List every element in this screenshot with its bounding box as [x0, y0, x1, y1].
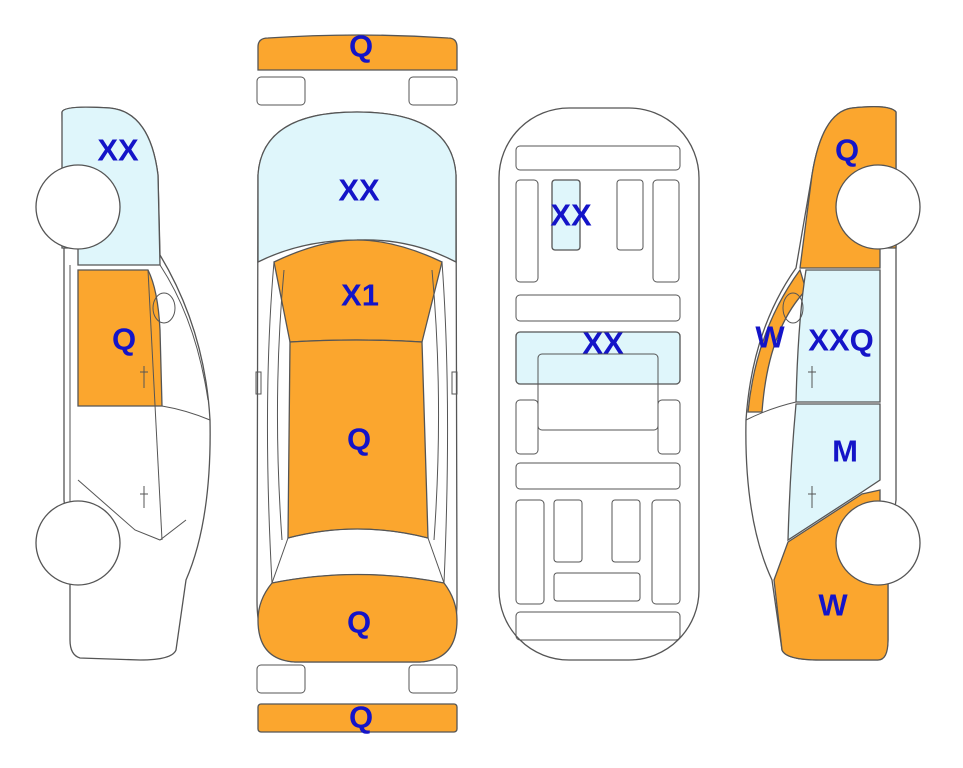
underbody-rail-left: [515, 179, 539, 283]
right-side-view: Q W XXQ M W: [745, 106, 921, 661]
right-front-wheel: [835, 500, 921, 586]
rear-bumper-code: Q: [349, 700, 373, 735]
right-door-handle-2: [808, 486, 816, 508]
left-belt-line: [78, 405, 211, 421]
right-pillar-panel[interactable]: [747, 268, 807, 413]
left-door-handle-2: [140, 486, 148, 508]
floor-front-code: XX: [550, 198, 592, 233]
underbody-bar-1: [515, 145, 681, 171]
roof-code: Q: [347, 422, 371, 457]
left-taillight: [256, 664, 306, 694]
underbody-block-rear-1: [553, 499, 583, 563]
underbody-bar-2: [515, 294, 681, 322]
right-front-door-panel[interactable]: [787, 403, 881, 542]
windshield-code: XX: [338, 173, 380, 208]
right-door-handle-1: [808, 366, 816, 388]
left-door-handle-1: [140, 366, 148, 388]
trunk-panel[interactable]: [257, 573, 458, 663]
left-rear-wheel: [35, 500, 121, 586]
front-bumper-panel[interactable]: [257, 34, 458, 71]
underbody-view: XX XX: [498, 107, 700, 661]
underbody-center-box: [537, 353, 659, 431]
left-side-view: XX Q: [35, 106, 211, 661]
right-rear-door-panel[interactable]: [795, 269, 881, 403]
trunk-code: Q: [347, 605, 371, 640]
left-front-fender-code: XX: [97, 133, 139, 168]
right-rear-wheel: [835, 164, 921, 250]
underbody-rail-right: [652, 179, 680, 283]
right-front-door-code: M: [832, 434, 858, 469]
floor-mid-panel[interactable]: [515, 331, 681, 385]
top-view: Q XX X1 Q Q Q: [255, 29, 458, 735]
left-front-door-code: Q: [112, 322, 136, 357]
underbody-block-rear-2: [611, 499, 641, 563]
left-side-line: [266, 261, 275, 584]
rear-bumper-panel[interactable]: [257, 703, 458, 733]
left-rear-door-line: [77, 479, 187, 541]
underbody-bar-7: [515, 611, 681, 641]
floor-mid-code: XX: [582, 326, 624, 361]
left-mirror: [255, 371, 262, 395]
underbody-bar-4: [657, 399, 681, 455]
left-front-wheel: [35, 164, 121, 250]
left-headlight: [256, 76, 306, 106]
right-rear-quarter-code: Q: [835, 133, 859, 168]
left-window-line: [276, 269, 285, 541]
left-mirror: [152, 292, 176, 324]
right-mirror: [451, 371, 458, 395]
right-mirror: [782, 292, 804, 324]
floor-front-panel[interactable]: [551, 179, 581, 251]
right-front-fender-code: W: [818, 588, 848, 623]
right-side-line: [441, 261, 449, 584]
right-pillar-code: W: [755, 320, 785, 355]
front-bumper-code: Q: [349, 29, 373, 64]
underbody-bar-5: [515, 462, 681, 490]
left-pillar-line: [147, 269, 163, 541]
underbody-rail-right-rear: [651, 499, 681, 605]
right-window-line: [431, 269, 440, 541]
left-window-line: [159, 264, 209, 401]
right-headlight: [408, 76, 458, 106]
underbody-rail-left-rear: [515, 499, 545, 605]
right-rear-door-code: XXQ: [808, 323, 873, 358]
underbody-block: [616, 179, 644, 251]
right-taillight: [408, 664, 458, 694]
windshield-panel[interactable]: [257, 111, 457, 264]
underbody-bar-6: [553, 572, 641, 602]
hood-code: X1: [341, 278, 379, 313]
underbody-bar-3: [515, 399, 539, 455]
right-belt-line: [745, 401, 797, 421]
